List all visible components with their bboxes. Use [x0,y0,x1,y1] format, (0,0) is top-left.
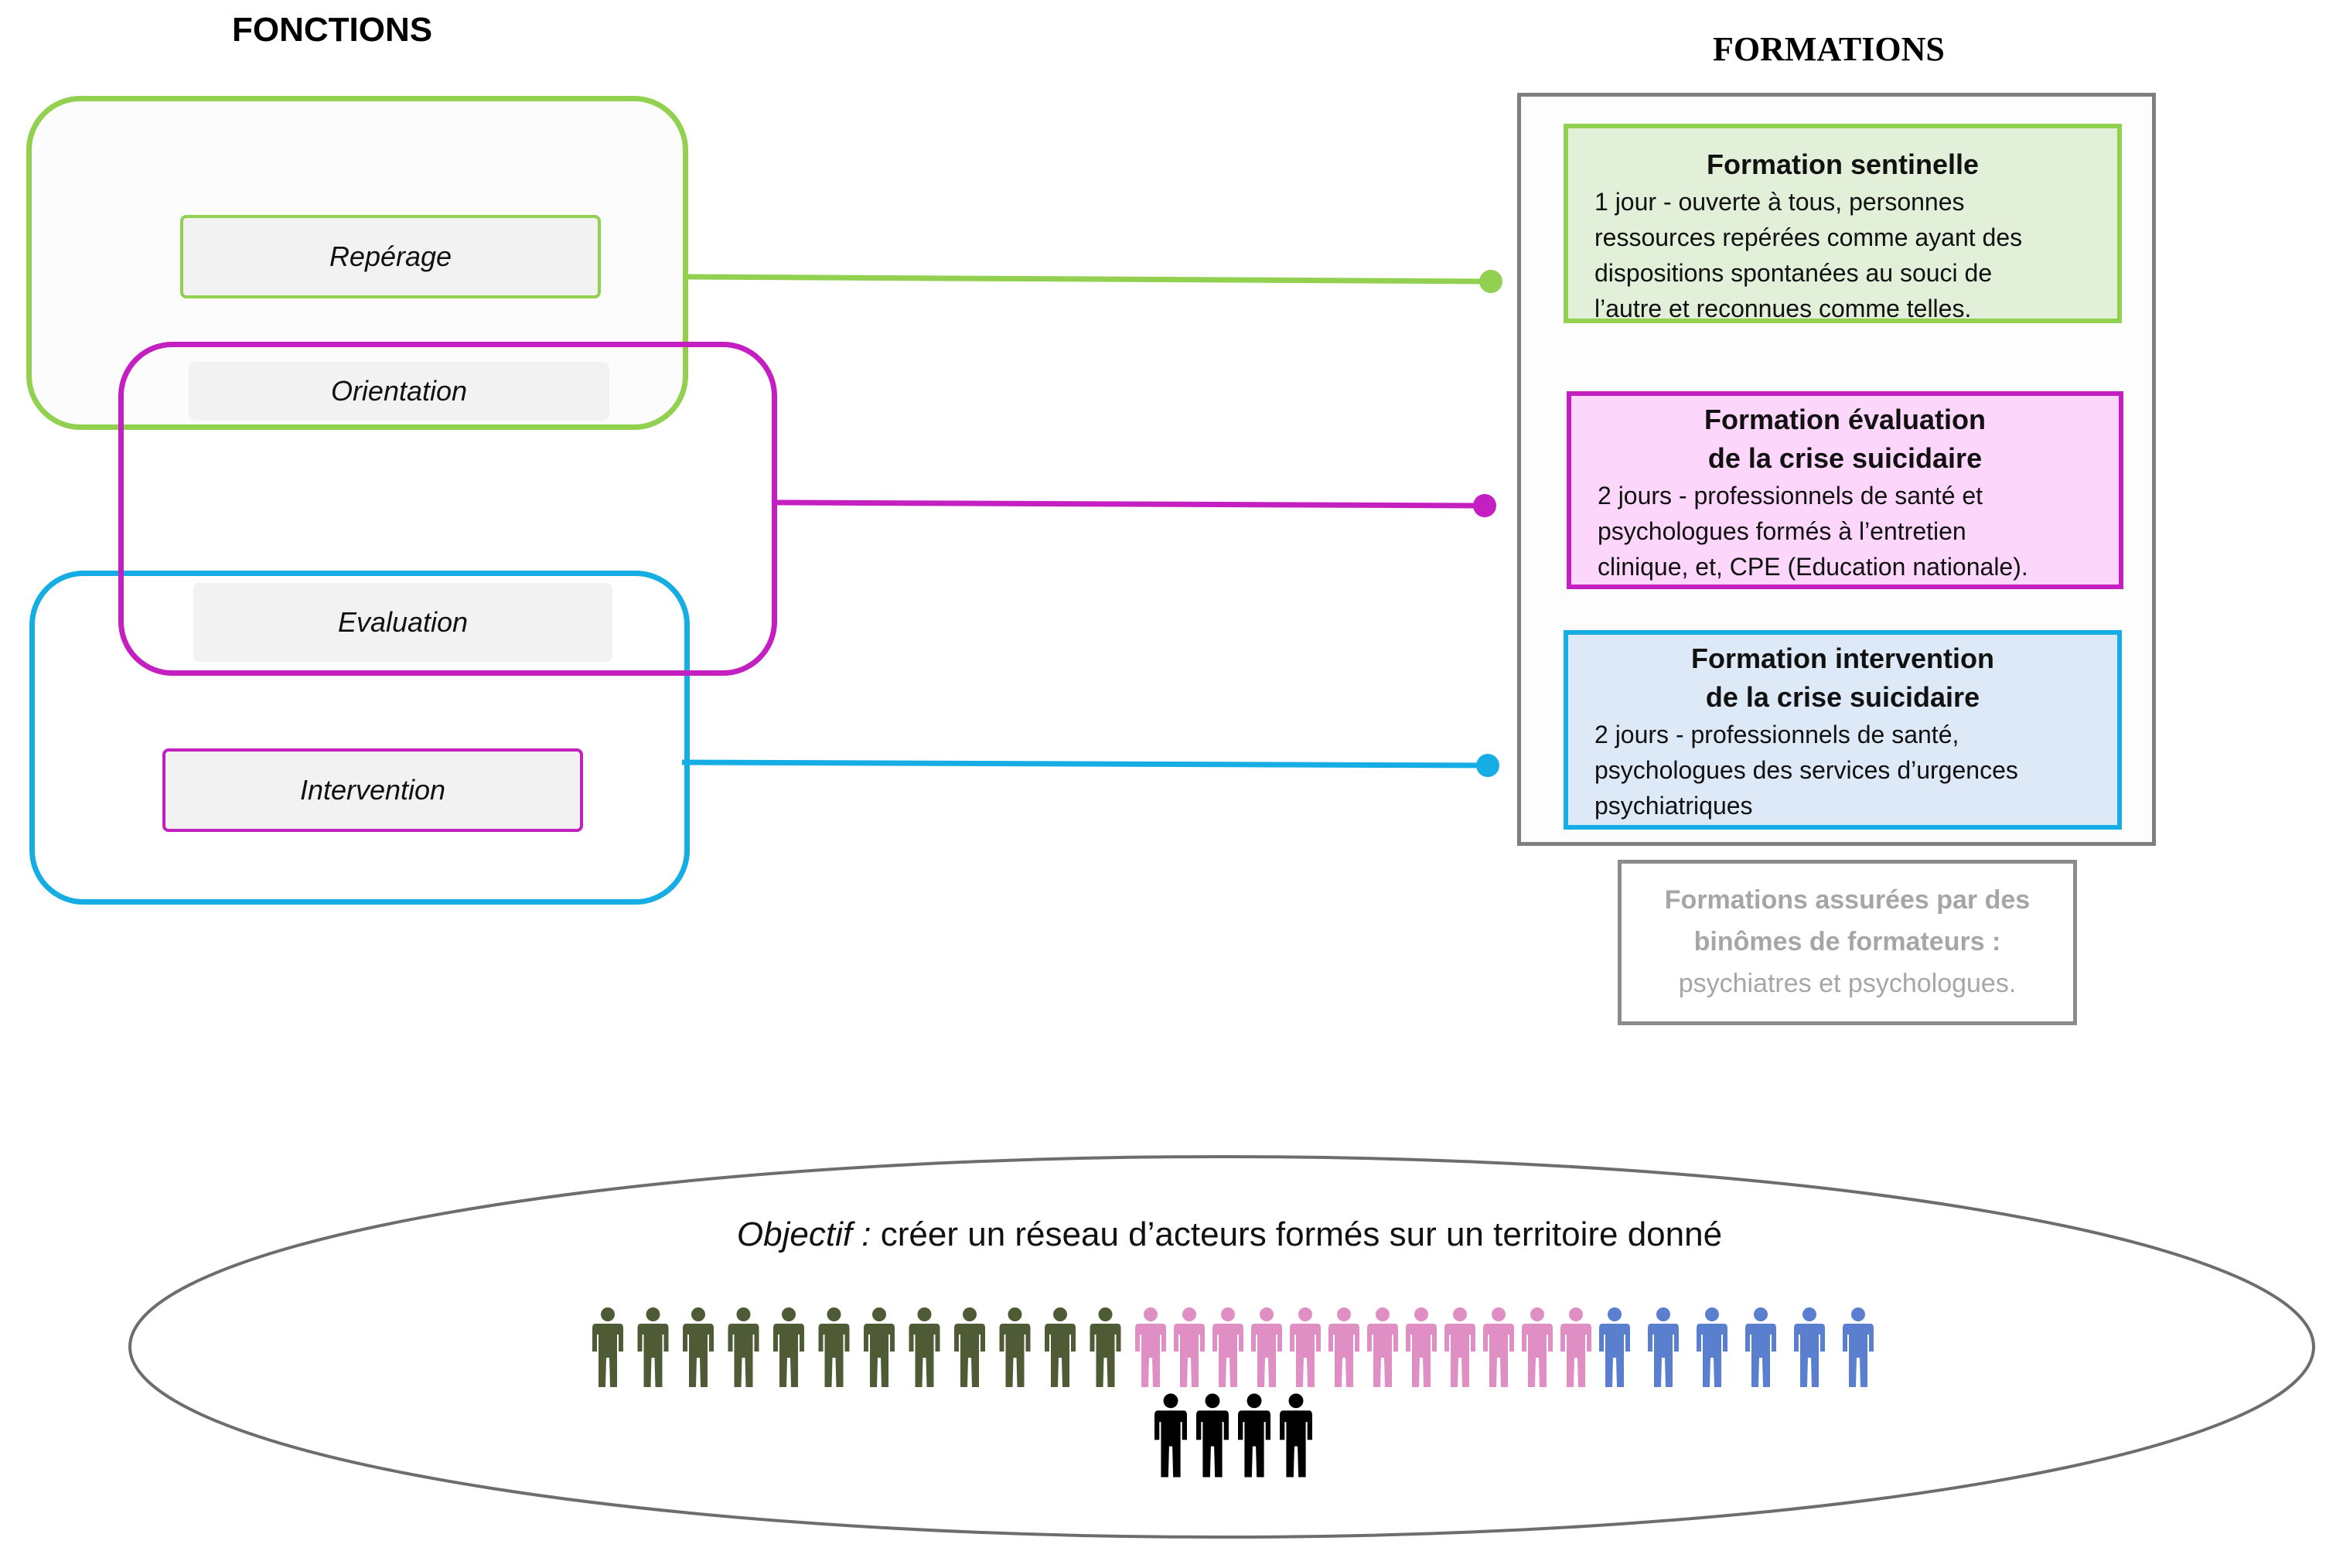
person-icon [1238,1393,1270,1478]
person-icon [1045,1307,1076,1387]
orientation-box: Orientation [189,362,609,421]
person-icon [1599,1307,1630,1387]
desc-line: clinique, et, CPE (Education nationale). [1598,553,2028,581]
desc-line: 2 jours - professionnels de santé et [1598,482,1983,510]
person-icon [1843,1307,1874,1387]
person-icon [1135,1307,1166,1387]
person-icon [1745,1307,1776,1387]
evaluation-group-frame [118,342,777,676]
formation-evaluation-desc: 2 jours - professionnels de santé et psy… [1598,478,2092,585]
desc-line: dispositions spontanées au souci de [1594,259,1993,287]
formation-intervention-box: Formation intervention de la crise suici… [1564,630,2122,830]
person-icon [1697,1307,1727,1387]
connector-sentinelle [687,274,1492,285]
desc-line: psychiatriques [1594,792,1753,820]
desc-line: 1 jour - ouverte à tous, personnes [1594,188,1965,216]
intervention-label: Intervention [299,774,446,806]
formation-sentinelle-title: Formation sentinelle [1706,148,1980,180]
trainers-note-line-3: psychiatres et psychologues. [1678,969,2017,998]
formations-heading: FORMATIONS [1713,30,1945,68]
person-icon [1090,1307,1121,1387]
person-icon [909,1307,940,1387]
formation-evaluation-title-2: de la crise suicidaire [1707,442,1983,474]
connector-sentinelle-dot [1479,270,1502,293]
connector-intervention [681,759,1489,769]
person-icon [1483,1307,1514,1387]
person-icon [1290,1307,1321,1387]
person-icon [864,1307,895,1387]
desc-line: l’autre et reconnues comme telles. [1594,295,1972,322]
intervention-box: Intervention [162,748,583,832]
person-icon [1280,1393,1312,1478]
people-layer [592,1307,1874,1478]
reperage-box: Repérage [180,215,601,298]
person-icon [1174,1307,1205,1387]
person-icon [1196,1393,1229,1478]
person-icon [954,1307,985,1387]
formation-intervention-title-1: Formation intervention [1690,643,1994,674]
person-icon [1794,1307,1825,1387]
formation-sentinelle-desc: 1 jour - ouverte à tous, personnes resso… [1594,184,2091,326]
person-icon [999,1307,1031,1387]
person-icon [1648,1307,1679,1387]
person-icon [818,1307,850,1387]
person-icon [1328,1307,1359,1387]
intervention-group-frame [29,571,690,905]
objective-text: Objectif : créer un réseau d’acteurs for… [309,1215,2150,1254]
person-icon [1444,1307,1475,1387]
connector-evaluation [776,499,1485,509]
formation-evaluation-title-1: Formation évaluation [1704,404,1987,435]
person-icon [1522,1307,1553,1387]
objective-prefix: Objectif : [736,1215,871,1253]
evaluation-label: Evaluation [337,606,469,638]
connector-evaluation-dot [1473,494,1496,517]
person-icon [728,1307,759,1387]
objective-body: créer un réseau d’acteurs formés sur un … [871,1215,1723,1253]
connector-intervention-dot [1476,754,1499,777]
formation-intervention-title-2: de la crise suicidaire [1705,681,1980,713]
person-icon [1251,1307,1282,1387]
desc-line: 2 jours - professionnels de santé, [1594,721,1959,748]
person-icon [1406,1307,1437,1387]
formation-sentinelle-box: Formation sentinelle 1 jour - ouverte à … [1564,124,2122,323]
formation-intervention-desc: 2 jours - professionnels de santé, psych… [1594,717,2091,823]
trainers-note-line-2: binômes de formateurs : [1693,927,2001,956]
desc-line: psychologues formés à l’entretien [1598,517,1966,545]
person-icon [683,1307,714,1387]
trainers-note-line-1: Formations assurées par des [1664,885,2031,915]
person-icon [592,1307,623,1387]
desc-line: psychologues des services d’urgences [1594,756,2018,784]
orientation-label: Orientation [330,375,468,407]
person-icon [1154,1393,1187,1478]
desc-line: ressources repérées comme ayant des [1594,223,2023,251]
trainers-note: Formations assurées par des binômes de f… [1618,860,2077,1025]
reperage-label: Repérage [329,240,452,272]
formation-evaluation-box: Formation évaluation de la crise suicida… [1567,391,2123,589]
evaluation-box: Evaluation [193,583,612,662]
person-icon [773,1307,804,1387]
fonctions-heading: FONCTIONS [232,11,433,49]
person-icon [1560,1307,1591,1387]
person-icon [1367,1307,1398,1387]
person-icon [1212,1307,1243,1387]
person-icon [637,1307,669,1387]
